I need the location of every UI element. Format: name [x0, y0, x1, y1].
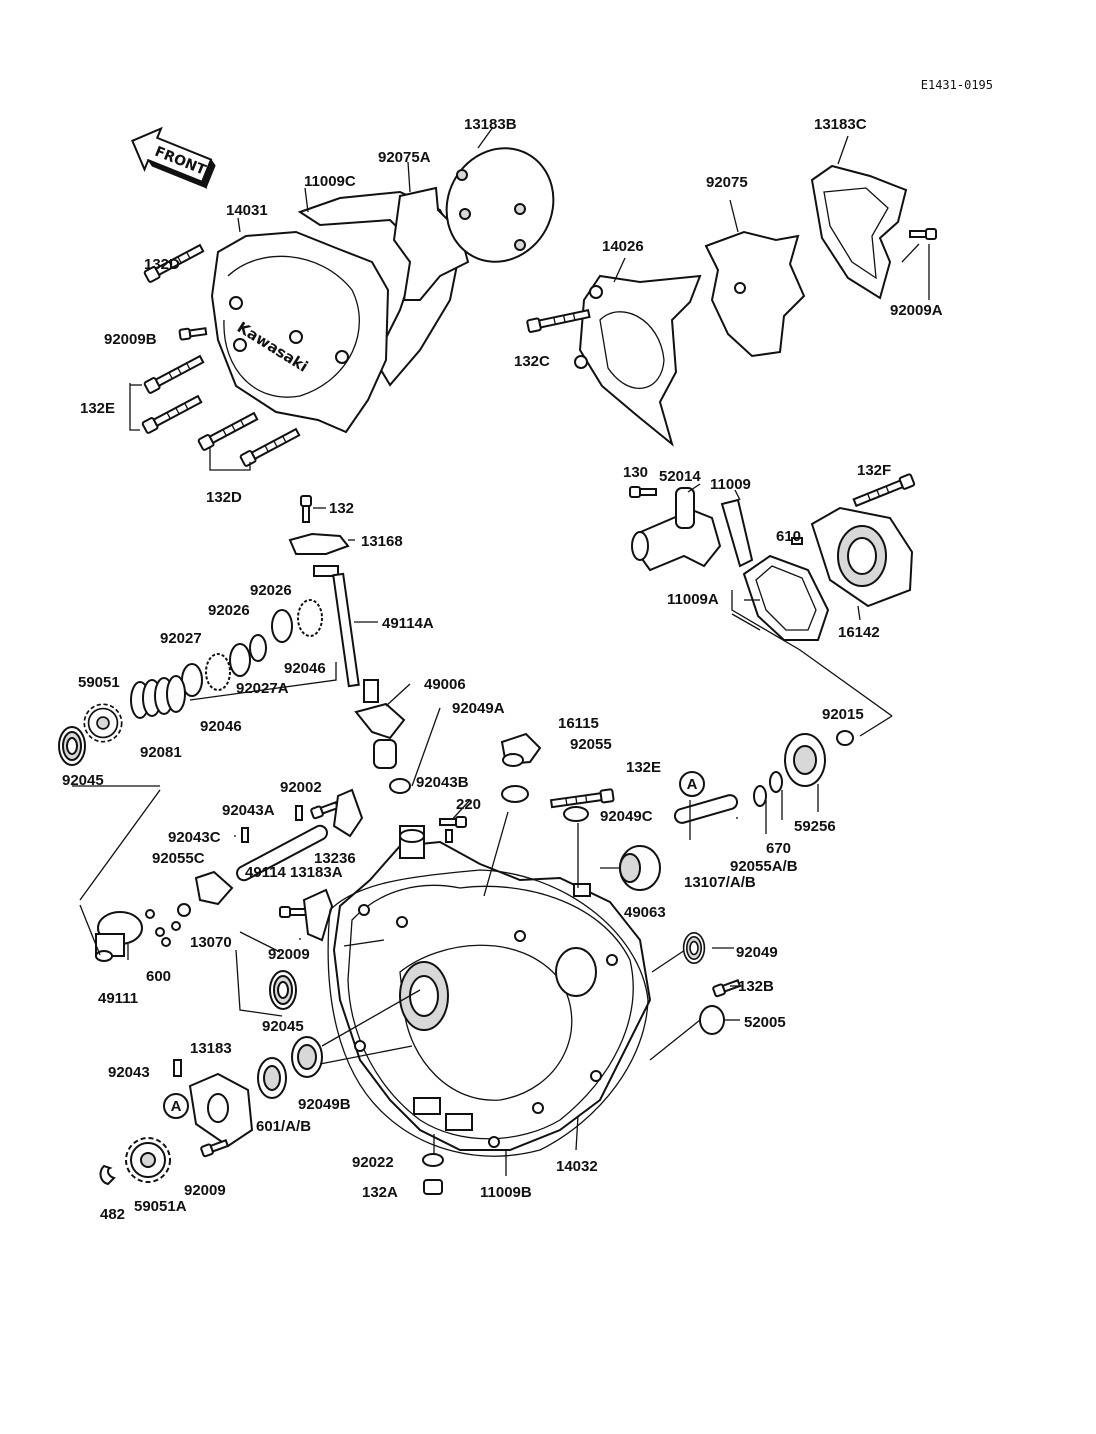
part-label: 92049B [298, 1096, 351, 1113]
part-label: 601/A/B [256, 1118, 311, 1135]
part-label: 132F [857, 462, 891, 479]
part-label: 49063 [624, 904, 666, 921]
ref-circle-lower [163, 1093, 189, 1119]
part-label: 132E [626, 759, 661, 776]
part-label: 14032 [556, 1158, 598, 1175]
part-label: 13183C [814, 116, 867, 133]
part-label: 92055A/B [730, 858, 798, 875]
part-label: 14031 [226, 202, 268, 219]
part-label: 482 [100, 1206, 125, 1223]
part-label: 92043B [416, 774, 469, 791]
part-label: 92022 [352, 1154, 394, 1171]
part-label: 16115 [558, 715, 599, 732]
part-label: 11009B [480, 1184, 532, 1201]
part-label: 132D [206, 489, 242, 506]
ref-letter-upper: A [687, 776, 698, 793]
part-label: 92043 [108, 1064, 150, 1081]
part-label: 92049C [600, 808, 653, 825]
front-arrow-icon: FRONT [131, 126, 216, 189]
part-label: 92009A [890, 302, 943, 319]
part-label: 92046 [284, 660, 326, 677]
part-label: 92009B [104, 331, 157, 348]
part-label: 92049 [736, 944, 778, 961]
part-label: 13168 [361, 533, 403, 550]
part-label: 92043C [168, 829, 221, 846]
part-label: 92026 [208, 602, 250, 619]
water-pump-assembly [629, 472, 916, 717]
part-label: 13183B [464, 116, 517, 133]
part-label: 132D [144, 256, 180, 273]
part-label: 92015 [822, 706, 864, 723]
part-label: 92046 [200, 718, 242, 735]
part-label: 49006 [424, 676, 466, 693]
part-label: 220 [456, 796, 481, 813]
part-label: 92027 [160, 630, 202, 647]
part-label: 610 [776, 528, 801, 545]
part-label: 92002 [280, 779, 322, 796]
part-label: 92027A [236, 680, 289, 697]
part-labels: 13183B 92075A 11009C 14031 132D 92009B 1… [62, 116, 943, 1223]
part-label: 670 [766, 840, 791, 857]
part-label: 92081 [140, 744, 182, 761]
part-label: 16142 [838, 624, 880, 641]
part-label: 49111 [98, 990, 138, 1007]
part-label: 92049A [452, 700, 505, 717]
water-pump-shaft-group [439, 715, 893, 1035]
part-label: 600 [146, 968, 171, 985]
part-label: 14026 [602, 238, 644, 255]
part-label: 92075A [378, 149, 431, 166]
part-label: 11009 [710, 476, 751, 493]
part-label: 92009 [268, 946, 310, 963]
part-label: 92045 [262, 1018, 304, 1035]
part-label: 49114A [382, 615, 434, 632]
part-label: 92009 [184, 1182, 226, 1199]
part-label: 130 [623, 464, 648, 481]
part-label: 132A [362, 1184, 398, 1201]
part-label: 13107/A/B [684, 874, 756, 891]
part-label: 11009A [667, 591, 719, 608]
part-label: 52005 [744, 1014, 786, 1031]
part-label: 49114 [245, 864, 287, 881]
part-label: 132 [329, 500, 354, 517]
ref-letter-lower: A [171, 1098, 182, 1115]
kickstart-assembly [79, 788, 364, 1017]
part-label: 132C [514, 353, 550, 370]
part-label: 13183 [190, 1040, 232, 1057]
part-label: 59051A [134, 1198, 187, 1215]
part-label: 52014 [659, 468, 701, 485]
part-label: 92026 [250, 582, 292, 599]
crankcase-cover-assembly [327, 799, 701, 1176]
diagram-code: E1431-0195 [921, 78, 993, 92]
left-cover-assembly: Kawasaki [129, 126, 555, 471]
idler-gear-group [99, 931, 421, 1186]
part-label: 92075 [706, 174, 748, 191]
part-label: 132E [80, 400, 115, 417]
part-label: 92055C [152, 850, 205, 867]
part-label: 92043A [222, 802, 275, 819]
part-label: 92055 [570, 736, 612, 753]
shift-mechanism [58, 495, 441, 794]
part-label: 13236 [314, 850, 356, 867]
part-label: 13183A [290, 864, 343, 881]
part-label: 59051 [78, 674, 120, 691]
part-label: 59256 [794, 818, 836, 835]
ref-circle-upper [679, 771, 705, 797]
part-label: 132B [738, 978, 774, 995]
part-label: 92045 [62, 772, 104, 789]
part-label: 11009C [304, 173, 356, 190]
part-label: 13070 [190, 934, 232, 951]
sprocket-cover-assembly [525, 135, 937, 447]
